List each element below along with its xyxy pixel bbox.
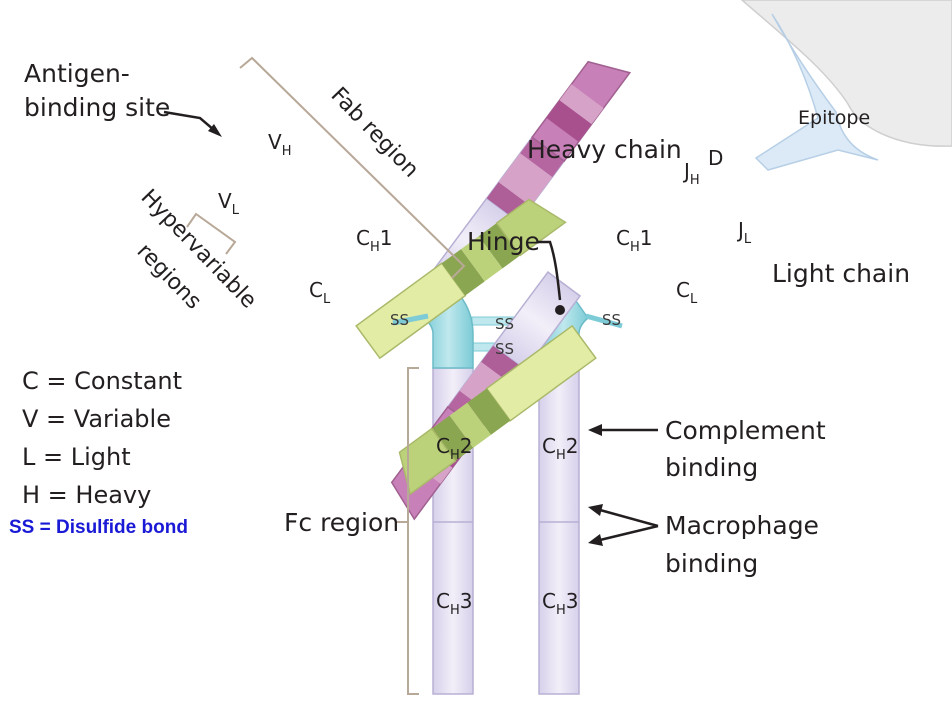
fc-region-label: Fc region	[284, 508, 399, 537]
label-jl: JL	[736, 218, 752, 247]
label-vh: VH	[268, 130, 291, 159]
fab-region-bracket	[239, 56, 466, 279]
antigen-binding-arrowhead	[208, 124, 222, 137]
fc-region-bracket	[396, 367, 419, 695]
label-cl-left: CL	[309, 278, 331, 307]
label-ch2-right: CH2	[542, 434, 578, 463]
legend-disulfide-bond: SS = Disulfide bond	[9, 517, 188, 538]
macrophage-arrows	[599, 508, 659, 542]
complement-arrowhead	[588, 424, 602, 436]
label-ch2-left: CH2	[436, 434, 472, 463]
left-heavy-arm	[430, 60, 632, 297]
label-ch1-left: CH1	[356, 226, 392, 255]
hinge-label: Hinge	[467, 227, 540, 256]
epitope-label: Epitope	[798, 107, 870, 129]
ss-left-light-connector	[392, 313, 429, 326]
right-light-chain	[398, 324, 597, 496]
ss-right-light-connector	[585, 313, 623, 329]
antigen-binding-label-2: binding site	[24, 93, 170, 122]
ss-label-right: SS	[602, 311, 621, 329]
legend-light: L = Light	[22, 443, 131, 471]
fc-right-stem	[538, 367, 580, 695]
ss-label-left: SS	[390, 311, 409, 329]
antigen-binding-arrow	[163, 110, 215, 131]
ss-label-lower: SS	[495, 340, 514, 358]
legend-variable: V = Variable	[22, 405, 171, 433]
fab-region-label: Fab region	[326, 83, 424, 183]
hinge-arrow-dot	[555, 305, 565, 315]
label-vl: VL	[218, 189, 240, 218]
epitope-shape	[754, 13, 879, 171]
hypervariable-bracket	[186, 212, 237, 255]
label-ch3-right: CH3	[542, 589, 578, 618]
label-cl-right: CL	[676, 278, 698, 307]
macrophage-label-2: binding	[665, 549, 758, 578]
legend-heavy: H = Heavy	[22, 481, 151, 509]
left-light-chain	[355, 198, 567, 360]
antigen-shape	[740, 0, 952, 147]
label-d: D	[708, 146, 723, 170]
complement-label-1: Complement	[665, 416, 826, 445]
complement-label-2: binding	[665, 453, 758, 482]
light-chain-label: Light chain	[772, 259, 910, 288]
label-jh: JH	[682, 159, 700, 188]
macrophage-arrowhead-lower	[588, 534, 603, 546]
antigen-binding-label-1: Antigen-	[24, 59, 130, 88]
label-ch1-right: CH1	[616, 226, 652, 255]
hinge-arrow	[537, 240, 562, 301]
macrophage-arrowhead-upper	[588, 504, 603, 516]
ss-label-upper: SS	[495, 315, 514, 333]
legend-constant: C = Constant	[22, 367, 182, 395]
macrophage-label-1: Macrophage	[665, 511, 819, 540]
label-ch3-left: CH3	[436, 589, 472, 618]
heavy-chain-label: Heavy chain	[527, 135, 682, 164]
